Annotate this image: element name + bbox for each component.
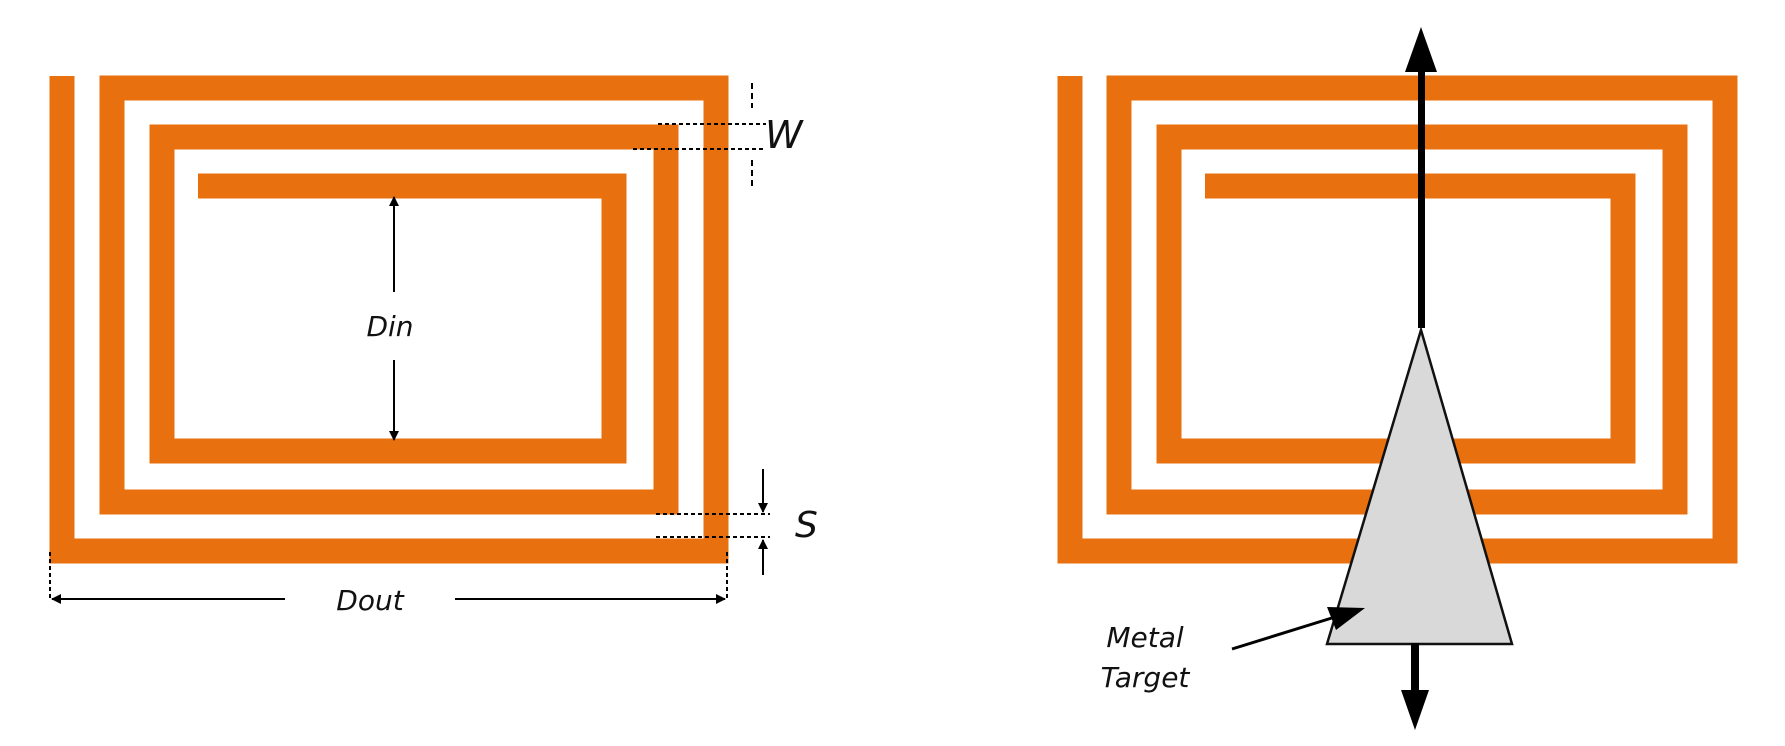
dimension-annotations	[49, 83, 770, 604]
metal-target	[1325, 325, 1514, 646]
target-label: Metal Target	[1101, 621, 1191, 694]
downward-motion-arrow	[1401, 643, 1429, 730]
upward-arrow-head	[1405, 27, 1437, 72]
target-pointer-line	[1231, 615, 1336, 651]
upward-arrow-shaft	[1418, 58, 1425, 328]
upward-motion-arrow	[1405, 27, 1437, 328]
label-s: S	[795, 505, 818, 546]
left-spiral-coil	[49, 75, 729, 564]
target-label-line1: Metal	[1106, 621, 1184, 654]
coil-trace-left	[49, 75, 729, 564]
coil-trace-right	[1057, 75, 1738, 564]
downward-arrow-head	[1401, 690, 1429, 730]
target-pointer	[1231, 607, 1365, 651]
target-pointer-head	[1327, 607, 1365, 630]
right-spiral-coil	[1057, 75, 1738, 564]
downward-arrow-shaft	[1411, 643, 1419, 695]
metal-target-triangle	[1325, 325, 1514, 646]
label-din: Din	[366, 310, 413, 343]
label-w: W	[765, 113, 804, 157]
dimension-labels: W S Din Dout	[336, 113, 818, 617]
label-dout: Dout	[336, 584, 404, 617]
target-label-line2: Target	[1101, 661, 1191, 694]
